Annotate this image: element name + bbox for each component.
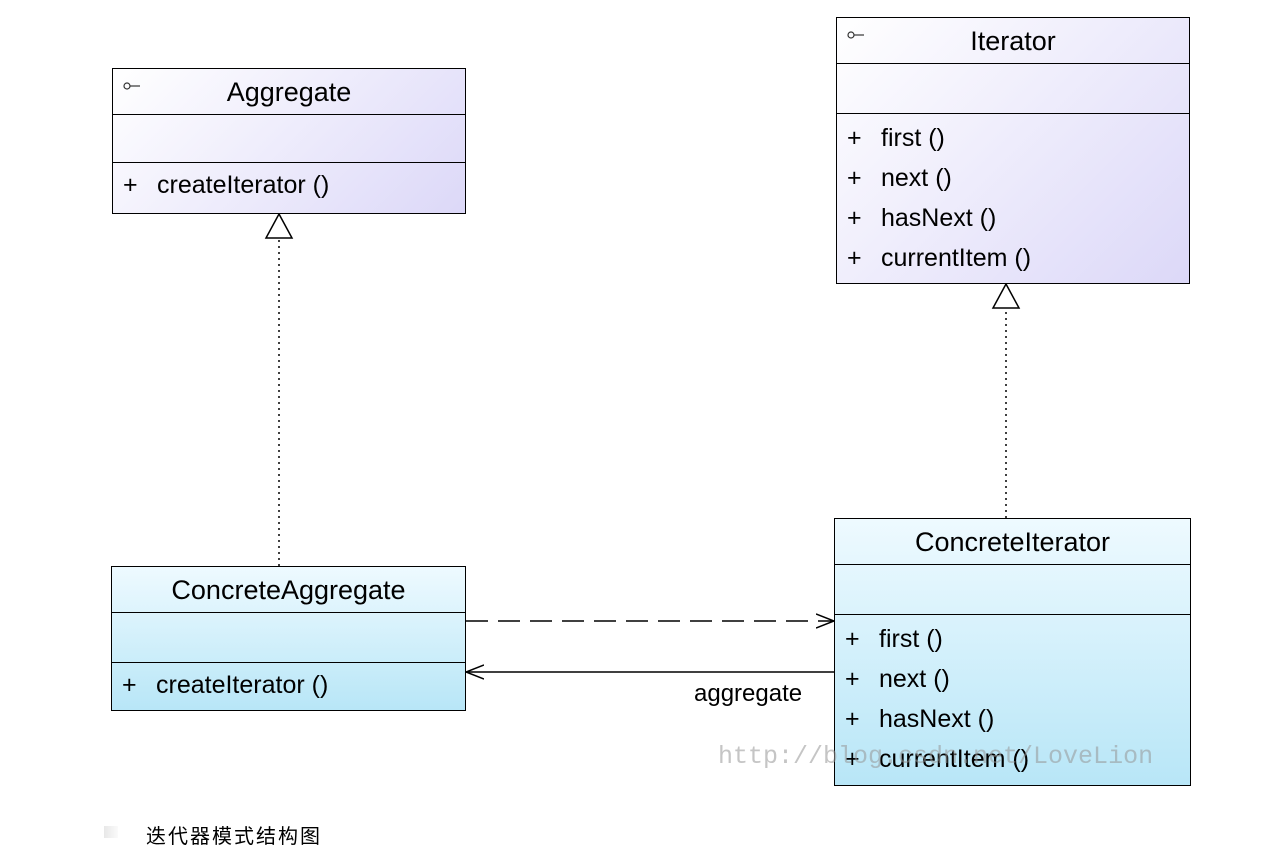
- attributes-compartment: [112, 613, 465, 663]
- operation: +hasNext (): [847, 204, 997, 232]
- class-name: Aggregate: [226, 77, 352, 107]
- class-aggregate[interactable]: Aggregate +createIterator (): [112, 68, 466, 214]
- operation: +hasNext (): [845, 705, 995, 733]
- operation: +createIterator (): [123, 171, 330, 199]
- operation: +createIterator (): [122, 671, 329, 699]
- class-name: ConcreteAggregate: [171, 575, 406, 605]
- operations-compartment: +first () +next () +hasNext () +currentI…: [835, 615, 1190, 779]
- figure-caption: 迭代器模式结构图: [146, 824, 322, 848]
- association-label: aggregate: [694, 680, 803, 707]
- attributes-compartment: [113, 115, 465, 163]
- operation: +currentItem (): [845, 745, 1030, 773]
- interface-icon: [123, 82, 140, 90]
- operations-compartment: +createIterator (): [112, 663, 465, 705]
- class-name: Iterator: [970, 26, 1056, 56]
- class-header: ConcreteAggregate: [112, 567, 465, 613]
- operations-compartment: +first () +next () +hasNext () +currentI…: [837, 114, 1189, 278]
- class-header: Aggregate: [113, 69, 465, 115]
- realization-arrowhead-iterator: [991, 282, 1021, 309]
- class-concrete-iterator[interactable]: ConcreteIterator +first () +next () +has…: [834, 518, 1191, 786]
- attributes-compartment: [835, 565, 1190, 615]
- operation: +currentItem (): [847, 244, 1032, 272]
- class-concrete-aggregate[interactable]: ConcreteAggregate +createIterator (): [111, 566, 466, 711]
- interface-icon: [847, 31, 864, 39]
- operations-compartment: +createIterator (): [113, 163, 465, 205]
- operation: +first (): [845, 625, 943, 653]
- class-header: ConcreteIterator: [835, 519, 1190, 565]
- operation: +next (): [847, 164, 952, 192]
- realization-arrowhead-aggregate: [264, 212, 294, 239]
- caption-marker: [104, 826, 118, 838]
- class-header: Iterator: [837, 18, 1189, 64]
- class-iterator[interactable]: Iterator +first () +next () +hasNext () …: [836, 17, 1190, 284]
- operation: +first (): [847, 124, 945, 152]
- attributes-compartment: [837, 64, 1189, 114]
- operation: +next (): [845, 665, 950, 693]
- class-name: ConcreteIterator: [914, 527, 1111, 557]
